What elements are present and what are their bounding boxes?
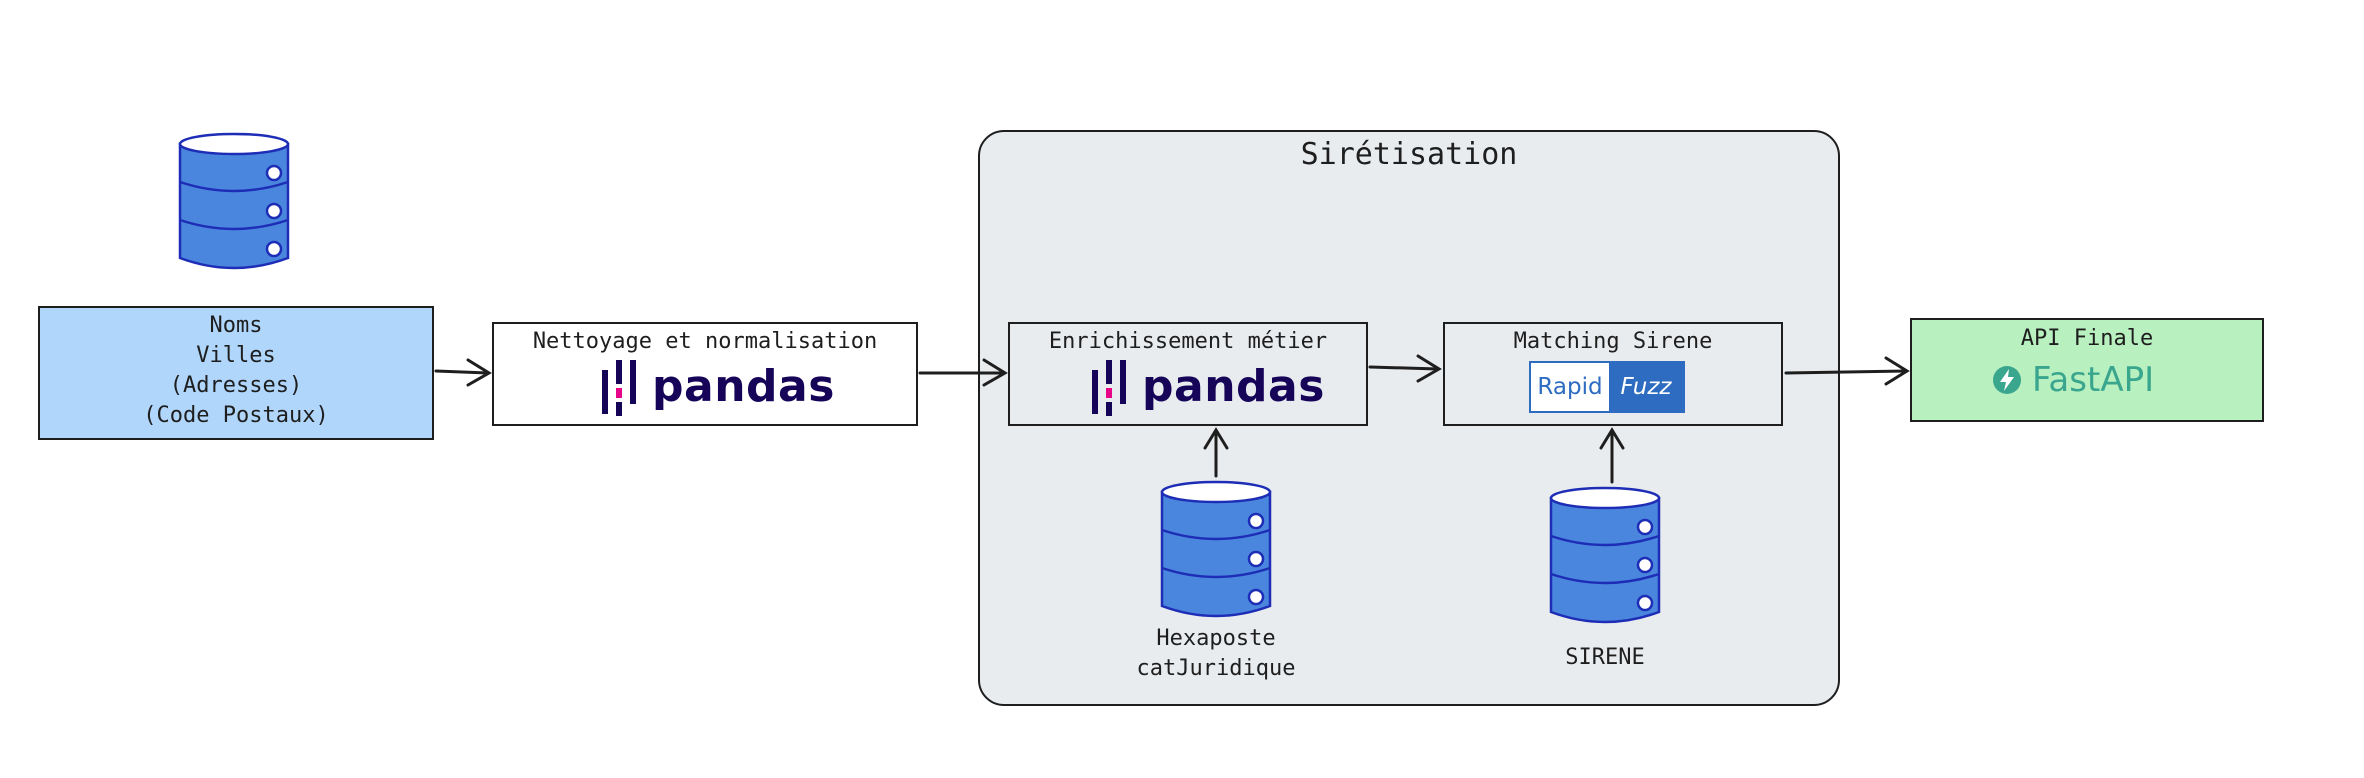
- rapidfuzz-left: Rapid: [1531, 363, 1609, 411]
- pandas-wordmark: pandas: [1142, 361, 1325, 412]
- api-box: [1910, 318, 2264, 422]
- sirene-database-icon: [1549, 486, 1661, 624]
- rapidfuzz-logo: Rapid Fuzz: [1529, 361, 1685, 413]
- enrichment-box: [1008, 322, 1368, 426]
- cleaning-box: [492, 322, 918, 426]
- arrow-icon: [1784, 356, 1910, 386]
- rapidfuzz-right: Fuzz: [1609, 363, 1683, 411]
- fastapi-icon: [1993, 366, 2021, 394]
- cleaning-pandas-logo: pandas: [600, 358, 835, 416]
- hexaposte-label-2: catJuridique: [1136, 656, 1296, 681]
- source-line-2: Villes: [196, 343, 276, 368]
- arrow-icon: [1368, 354, 1442, 383]
- arrow-icon: [434, 358, 492, 387]
- fastapi-logo: FastAPI: [1992, 360, 2154, 400]
- source-box: [38, 306, 434, 440]
- source-line-1: Noms: [209, 313, 263, 338]
- arrow-icon: [1599, 427, 1625, 484]
- arrow-icon: [918, 358, 1008, 387]
- arrow-icon: [1203, 427, 1229, 478]
- matching-title: Matching Sirene: [1513, 329, 1713, 354]
- fastapi-wordmark: FastAPI: [2032, 360, 2155, 400]
- cleaning-title: Nettoyage et normalisation: [532, 329, 878, 354]
- siretisation-title: Sirétisation: [1300, 137, 1518, 172]
- source-database-icon: [178, 132, 290, 270]
- hexaposte-database-icon: [1160, 480, 1272, 618]
- enrichment-title: Enrichissement métier: [1048, 329, 1328, 354]
- sirene-label: SIRENE: [1565, 645, 1645, 670]
- api-title: API Finale: [2020, 326, 2154, 351]
- hexaposte-label-1: Hexaposte: [1156, 626, 1276, 651]
- enrichment-pandas-logo: pandas: [1090, 358, 1325, 416]
- pandas-icon: [1092, 360, 1126, 416]
- pandas-wordmark: pandas: [652, 361, 835, 412]
- source-line-4: (Code Postaux): [143, 403, 329, 428]
- source-line-3: (Adresses): [169, 373, 303, 398]
- pandas-icon: [602, 360, 636, 416]
